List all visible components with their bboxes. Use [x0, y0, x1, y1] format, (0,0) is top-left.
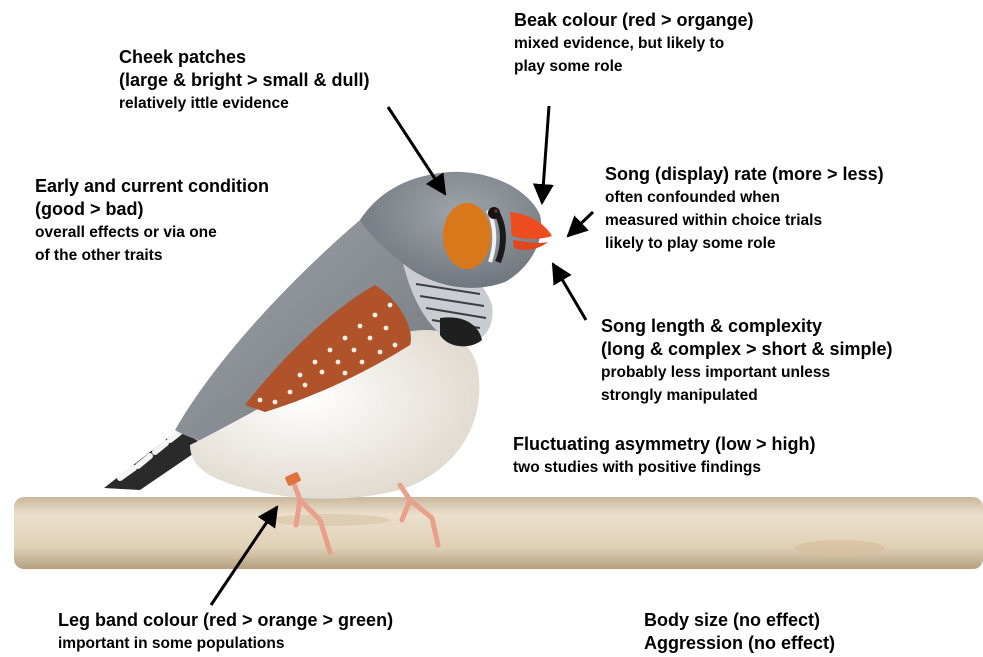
song-rate-line-2: measured within choice trials: [605, 209, 884, 232]
asymmetry-line-1: two studies with positive findings: [513, 456, 816, 479]
song-rate-annotation: Song (display) rate (more > less) often …: [605, 163, 884, 255]
cheek-annotation: Cheek patches (large & bright > small & …: [119, 46, 370, 115]
song-rate-line-1: often confounded when: [605, 186, 884, 209]
tail: [104, 430, 206, 490]
cheek-patch: [443, 203, 491, 269]
bird-beak: [510, 212, 552, 250]
beak-title: Beak colour (red > organge): [514, 9, 754, 32]
song-length-line-2: strongly manipulated: [601, 384, 893, 407]
beak-line-2: play some role: [514, 55, 754, 78]
body-size-text: Body size (no effect): [644, 609, 835, 632]
condition-annotation: Early and current condition (good > bad)…: [35, 175, 269, 267]
leg-band-title: Leg band colour (red > orange > green): [58, 609, 393, 632]
song-rate-arrow: [568, 212, 593, 236]
cheek-title: Cheek patches: [119, 46, 370, 69]
song-rate-line-3: likely to play some role: [605, 232, 884, 255]
song-length-annotation: Song length & complexity (long & complex…: [601, 315, 893, 407]
condition-title: Early and current condition: [35, 175, 269, 198]
aggression-text: Aggression (no effect): [644, 632, 835, 655]
condition-line-1: overall effects or via one: [35, 221, 269, 244]
asymmetry-annotation: Fluctuating asymmetry (low > high) two s…: [513, 433, 816, 479]
no-effect-annotation: Body size (no effect) Aggression (no eff…: [644, 609, 835, 655]
beak-annotation: Beak colour (red > organge) mixed eviden…: [514, 9, 754, 78]
wooden-perch: [14, 497, 983, 569]
cheek-line-1: relatively ittle evidence: [119, 92, 370, 115]
asymmetry-title: Fluctuating asymmetry (low > high): [513, 433, 816, 456]
leg-band-line-1: important in some populations: [58, 632, 393, 655]
condition-title-2: (good > bad): [35, 198, 269, 221]
song-length-arrow: [553, 264, 586, 320]
song-length-line-1: probably less important unless: [601, 361, 893, 384]
cheek-title-2: (large & bright > small & dull): [119, 69, 370, 92]
song-length-title-2: (long & complex > short & simple): [601, 338, 893, 361]
beak-arrow: [542, 106, 549, 203]
leg-band-annotation: Leg band colour (red > orange > green) i…: [58, 609, 393, 655]
bird-eye: [488, 207, 500, 219]
condition-line-2: of the other traits: [35, 244, 269, 267]
beak-line-1: mixed evidence, but likely to: [514, 32, 754, 55]
song-rate-title: Song (display) rate (more > less): [605, 163, 884, 186]
song-length-title: Song length & complexity: [601, 315, 893, 338]
